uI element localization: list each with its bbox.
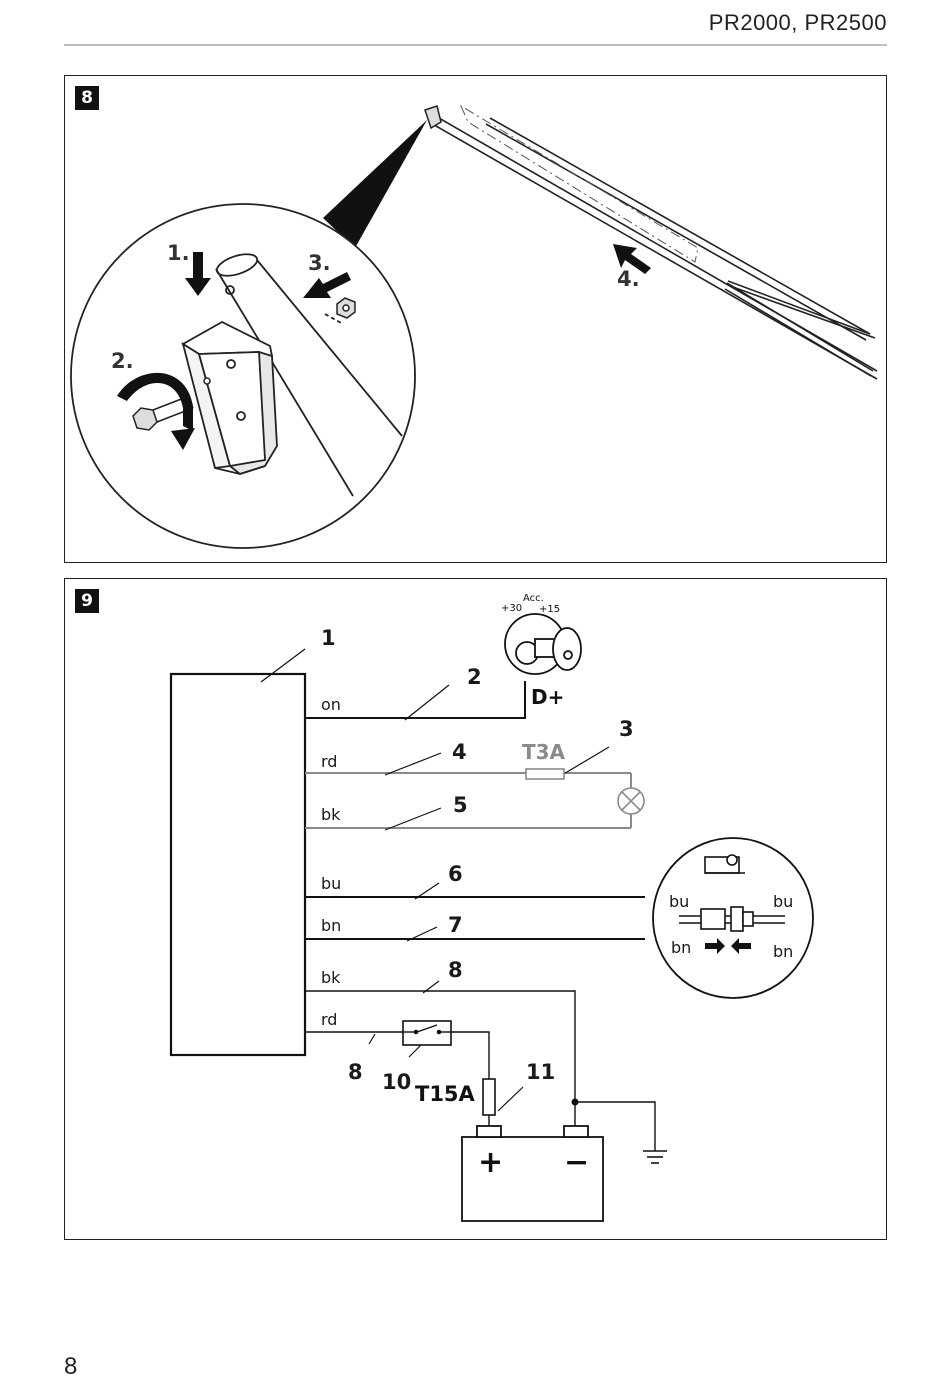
figure-8-badge: 8 <box>75 86 99 110</box>
step-4-label: 4. <box>617 267 640 291</box>
connector-label-bn-right: bn <box>773 942 793 961</box>
arrow-3 <box>303 272 351 298</box>
connector-arrows <box>705 938 751 954</box>
callout-8-lower: 8 <box>348 1060 363 1084</box>
step-3-label: 3. <box>308 251 331 275</box>
wire-label-rd-upper: rd <box>321 752 337 771</box>
figure-8-mounting: 8 4. <box>64 75 887 563</box>
callout-5: 5 <box>453 793 468 817</box>
connector-label-bn-left: bn <box>671 938 691 957</box>
callout-7: 7 <box>448 913 463 937</box>
figure-8-illustration: 4. <box>70 104 878 549</box>
step-2-label: 2. <box>111 349 134 373</box>
junction-dot <box>571 1098 579 1106</box>
switch-label-acc: Acc. <box>523 593 544 604</box>
figure-9-badge: 9 <box>75 589 99 613</box>
battery-plus: + <box>478 1145 503 1180</box>
fuse-t3a-label: T3A <box>522 740 566 764</box>
switch-label-plus15: +15 <box>539 604 560 615</box>
bracket-drawing <box>181 320 278 476</box>
bracket-small-drawing <box>424 105 442 130</box>
connector-label-bu-right: bu <box>773 892 793 911</box>
callout-6: 6 <box>448 862 463 886</box>
callout-2: 2 <box>467 665 482 689</box>
ignition-switch-drawing <box>504 613 582 675</box>
wire-label-rd-lower: rd <box>321 1010 337 1029</box>
control-unit-box <box>169 672 307 1057</box>
figure-9-wiring: 9 <box>64 578 887 1240</box>
connector-drawing <box>679 854 785 932</box>
callout-11: 11 <box>526 1060 555 1084</box>
fuse-t15a-label: T15A <box>415 1082 476 1106</box>
antenna-rod-drawing <box>428 104 878 380</box>
ground-symbol <box>643 1150 667 1164</box>
wire-label-bu: bu <box>321 874 341 893</box>
wire-label-bn: bn <box>321 916 341 935</box>
switch-label-dplus: D+ <box>531 685 564 709</box>
callout-1: 1 <box>321 626 336 650</box>
relay-switch-contact <box>403 1024 451 1035</box>
tube-drawing <box>215 253 403 497</box>
leader-1 <box>260 648 306 683</box>
lamp-symbol <box>617 787 645 815</box>
header-divider <box>64 44 887 46</box>
relay-switch-symbol <box>402 1020 452 1046</box>
arrow-2-rotation <box>117 372 195 450</box>
figure-9-diagram: Acc. +30 +15 D+ T3A bu bu <box>169 593 814 1222</box>
arrow-4 <box>613 244 651 274</box>
nut-drawing <box>336 297 356 319</box>
callout-4: 4 <box>452 740 467 764</box>
switch-label-plus30: +30 <box>501 603 522 614</box>
callout-8-upper: 8 <box>448 958 463 982</box>
fuse-t3a-symbol <box>525 768 565 780</box>
page-number: 8 <box>64 1353 78 1380</box>
arrow-1 <box>185 252 211 296</box>
leader-lines <box>368 684 610 1112</box>
callout-3: 3 <box>619 717 634 741</box>
battery-drawing <box>461 1125 604 1222</box>
zoom-cone <box>323 120 427 248</box>
step-1-label: 1. <box>167 241 190 265</box>
document-header-title: PR2000, PR2500 <box>708 10 887 35</box>
connector-label-bu-left: bu <box>669 892 689 911</box>
wire-label-on: on <box>321 695 341 714</box>
fuse-t15a-symbol <box>482 1078 496 1116</box>
wire-label-bk-upper: bk <box>321 805 341 824</box>
callout-10: 10 <box>382 1070 411 1094</box>
wire-label-bk-lower: bk <box>321 968 341 987</box>
battery-minus: − <box>564 1145 589 1180</box>
